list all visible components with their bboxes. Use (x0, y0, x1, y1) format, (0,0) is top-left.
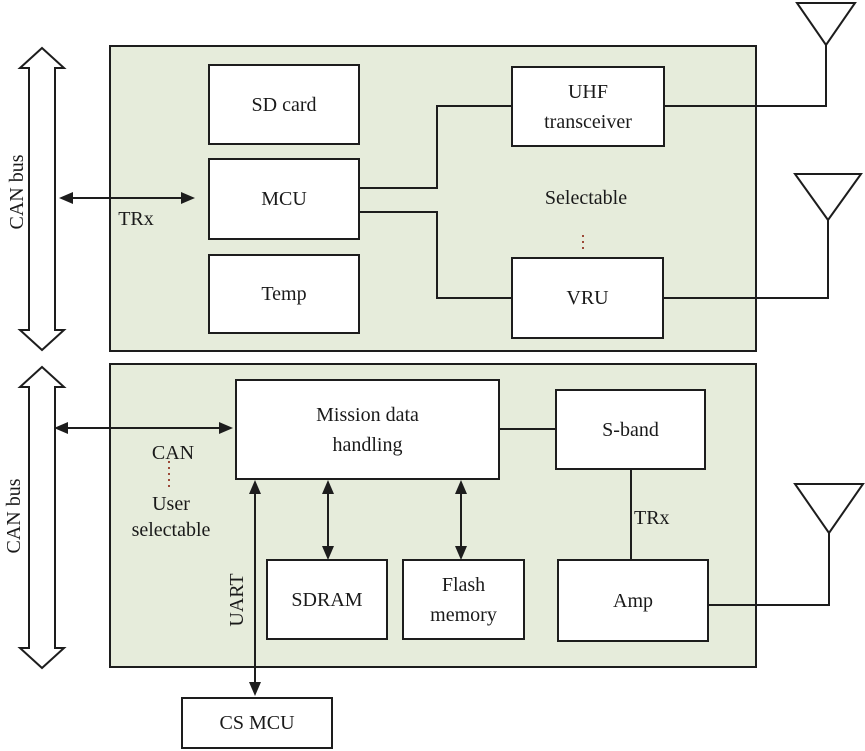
can-bus-arrow-bottom (17, 365, 67, 670)
uart-arrowhead-down (249, 682, 261, 696)
mission-flash-arrowhead-down (455, 546, 467, 560)
trx-can-link-arrowhead-left (59, 192, 73, 204)
vru-box: VRU (511, 257, 664, 339)
antenna-icon (795, 1, 857, 47)
mission-sdram-arrowhead-down (322, 546, 334, 560)
antenna-icon (793, 173, 863, 222)
uhf-antenna-connector (665, 45, 827, 107)
sd-card-box: SD card (208, 64, 360, 145)
mission-flash-arrowhead-up (455, 480, 467, 494)
cs-mcu-box: CS MCU (181, 697, 333, 749)
user-selectable-label: User selectable (131, 493, 211, 541)
antenna-icon (793, 483, 865, 535)
trx-can-link-arrowhead-right (181, 192, 195, 204)
amp-box: Amp (557, 559, 709, 642)
can-link-arrowhead-right (219, 422, 233, 434)
uart-label: UART (226, 573, 248, 627)
temp-box: Temp (208, 254, 360, 334)
can-bus-label-bottom: CAN bus (3, 478, 25, 554)
vru-antenna-connector (664, 220, 829, 299)
amp-antenna-connector (709, 533, 830, 606)
mcu-vru-connector (360, 211, 511, 299)
can-bus-label-top: CAN bus (6, 154, 28, 230)
s-band-box: S-band (555, 389, 706, 470)
selectable-label: Selectable (544, 187, 628, 209)
trx-label-bottom: TRx (634, 507, 670, 529)
mcu-uhf-connector (360, 105, 511, 189)
sdram-box: SDRAM (266, 559, 388, 640)
mission-sdram-arrowhead-up (322, 480, 334, 494)
uhf-transceiver-box: UHF transceiver (511, 66, 665, 147)
flash-memory-box: Flash memory (402, 559, 525, 640)
mcu-box: MCU (208, 158, 360, 240)
can-label: CAN (151, 442, 195, 464)
trx-label-top: TRx (118, 208, 154, 230)
can-link-arrowhead-left (54, 422, 68, 434)
can-bus-arrow-top (17, 46, 67, 352)
mission-data-handling-box: Mission data handling (235, 379, 500, 480)
uart-arrowhead-up (249, 480, 261, 494)
